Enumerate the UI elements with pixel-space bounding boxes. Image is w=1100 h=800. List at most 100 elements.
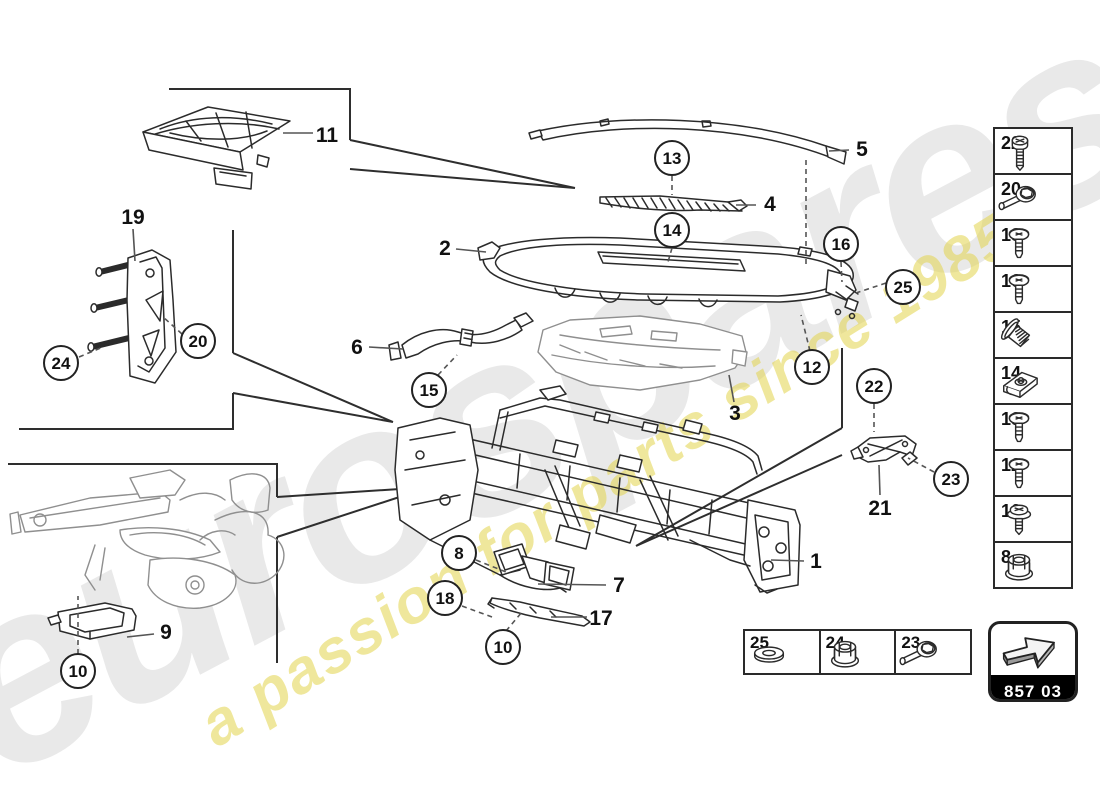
forward-arrow-icon xyxy=(1002,637,1055,669)
callout-7[interactable]: 7 xyxy=(613,574,625,597)
arrow-area xyxy=(991,624,1075,675)
part-code-text: 857 03 xyxy=(1004,681,1062,701)
svg-text:24: 24 xyxy=(52,354,71,373)
svg-text:21: 21 xyxy=(868,497,892,520)
svg-text:12: 12 xyxy=(803,358,822,377)
callout-10[interactable]: 10 xyxy=(60,653,96,689)
fastener-number: 8 xyxy=(1001,547,1012,567)
svg-text:19: 19 xyxy=(121,206,144,229)
flange-bolt-icon xyxy=(899,640,938,666)
svg-text:10: 10 xyxy=(494,638,513,657)
fastener-cell-12[interactable]: 12 xyxy=(993,449,1073,497)
part-3-insulation-panel xyxy=(537,315,748,391)
svg-text:1: 1 xyxy=(810,550,822,573)
callout-19[interactable]: 19 xyxy=(121,206,144,229)
fastener-cell-15[interactable]: 15 xyxy=(993,311,1073,359)
callout-12[interactable]: 12 xyxy=(794,349,830,385)
washer-icon xyxy=(753,646,785,663)
callout-17[interactable]: 17 xyxy=(589,607,612,630)
fastener-cell-18[interactable]: 18 xyxy=(993,219,1073,267)
callout-6[interactable]: 6 xyxy=(351,336,363,359)
flange-nut-icon xyxy=(830,640,859,668)
dome-screw-icon xyxy=(1008,274,1030,305)
callout-21[interactable]: 21 xyxy=(868,497,892,520)
fastener-cell-8[interactable]: 8 xyxy=(993,541,1073,589)
legend-cell-24[interactable]: 24 xyxy=(818,631,895,673)
flange-bolt-icon xyxy=(998,185,1036,211)
flat-head-screw-icon xyxy=(998,316,1035,353)
svg-text:7: 7 xyxy=(613,574,625,597)
dome-screw-icon xyxy=(1008,228,1030,259)
washer-screw-icon xyxy=(1006,504,1032,536)
leader-lines xyxy=(126,132,881,638)
legend-number: 23 xyxy=(901,633,921,652)
part-17-strip-bracket xyxy=(487,597,591,627)
svg-text:16: 16 xyxy=(832,235,851,254)
fastener-cell-10[interactable]: 10 xyxy=(993,495,1073,543)
inset-assembly-drawing xyxy=(9,469,285,609)
callout-4[interactable]: 4 xyxy=(764,193,776,216)
svg-text:8: 8 xyxy=(454,544,463,563)
fastener-cell-14[interactable]: 14 xyxy=(993,357,1073,405)
svg-text:2: 2 xyxy=(439,237,451,260)
svg-text:18: 18 xyxy=(436,589,455,608)
svg-text:11: 11 xyxy=(316,124,339,147)
callout-5[interactable]: 5 xyxy=(856,138,868,161)
part-4-defroster-grille xyxy=(599,195,748,212)
svg-text:10: 10 xyxy=(69,662,88,681)
part-code-box[interactable]: 857 03 xyxy=(988,621,1078,702)
part-21-bracket xyxy=(850,435,918,466)
svg-text:5: 5 xyxy=(856,138,868,161)
svg-text:23: 23 xyxy=(942,470,961,489)
svg-text:17: 17 xyxy=(589,607,612,630)
callout-10[interactable]: 10 xyxy=(485,629,521,665)
callout-22[interactable]: 22 xyxy=(856,368,892,404)
callout-23[interactable]: 23 xyxy=(933,461,969,497)
callout-3[interactable]: 3 xyxy=(729,402,741,425)
callout-24[interactable]: 24 xyxy=(43,345,79,381)
callout-25[interactable]: 25 xyxy=(885,269,921,305)
dome-screw-icon xyxy=(1008,412,1030,443)
part-19-mounting-bracket xyxy=(87,249,177,384)
legend-cell-25[interactable]: 25 xyxy=(745,631,819,673)
callout-2[interactable]: 2 xyxy=(439,237,451,260)
part-6-air-duct xyxy=(388,312,534,361)
hardware-legend: 25 24 23 xyxy=(743,629,972,675)
svg-text:4: 4 xyxy=(764,193,776,216)
callout-13[interactable]: 13 xyxy=(654,140,690,176)
callout-18[interactable]: 18 xyxy=(427,580,463,616)
legend-cell-23[interactable]: 23 xyxy=(894,631,970,673)
fastener-cell-22[interactable]: 22 xyxy=(993,127,1073,175)
svg-text:6: 6 xyxy=(351,336,363,359)
callout-9[interactable]: 9 xyxy=(160,621,172,644)
part-code-bar: 857 03 xyxy=(991,675,1075,701)
svg-text:9: 9 xyxy=(160,621,172,644)
callout-15[interactable]: 15 xyxy=(411,372,447,408)
callout-1[interactable]: 1 xyxy=(810,550,822,573)
svg-text:13: 13 xyxy=(663,149,682,168)
dashed-leader-lines xyxy=(77,160,935,654)
part-11-speaker-grille xyxy=(142,106,291,190)
callout-8[interactable]: 8 xyxy=(441,535,477,571)
part-7-bracket xyxy=(493,543,575,593)
callout-11[interactable]: 11 xyxy=(316,124,339,147)
svg-text:15: 15 xyxy=(420,381,439,400)
fastener-cell-16[interactable]: 16 xyxy=(993,265,1073,313)
part-9-bracket xyxy=(47,602,137,640)
callout-16[interactable]: 16 xyxy=(823,226,859,262)
svg-text:20: 20 xyxy=(189,332,208,351)
svg-text:25: 25 xyxy=(894,278,913,297)
svg-text:3: 3 xyxy=(729,402,741,425)
fastener-sidebar: 22 20 18 16 15 14 13 12 xyxy=(993,127,1073,589)
svg-text:22: 22 xyxy=(865,377,884,396)
svg-text:14: 14 xyxy=(663,221,682,240)
hex-bolt-icon xyxy=(1011,135,1029,171)
callout-14[interactable]: 14 xyxy=(654,212,690,248)
fastener-cell-13[interactable]: 13 xyxy=(993,403,1073,451)
fastener-cell-20[interactable]: 20 xyxy=(993,173,1073,221)
callout-20[interactable]: 20 xyxy=(180,323,216,359)
flange-nut-icon xyxy=(1004,553,1034,581)
